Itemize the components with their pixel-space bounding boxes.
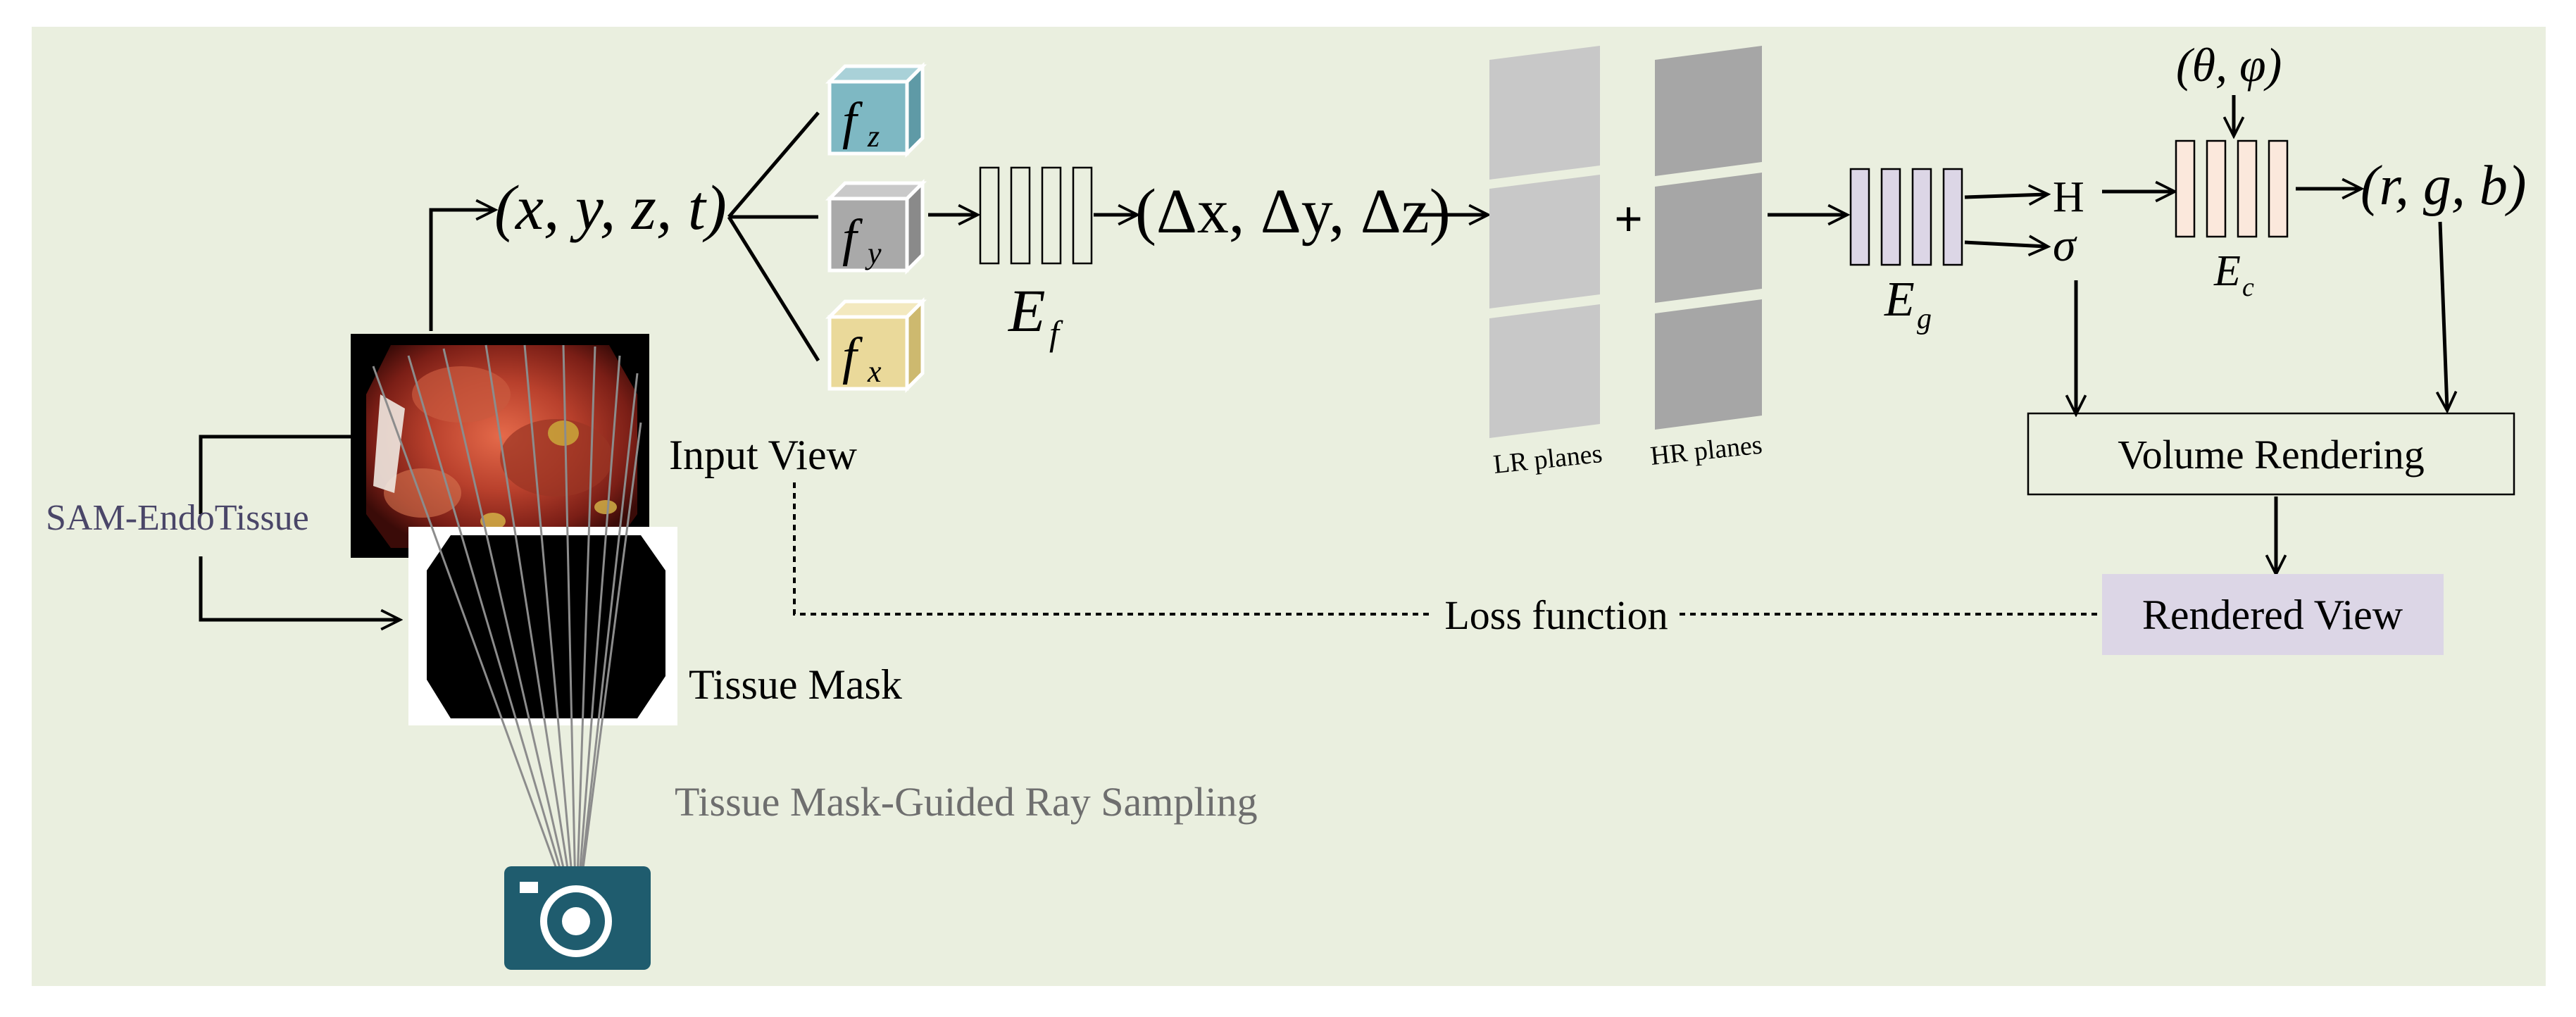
plus-sign: + xyxy=(1614,191,1643,247)
eg-layers xyxy=(1849,168,1963,266)
rendered-view-label: Rendered View xyxy=(2142,592,2403,638)
fan-lines xyxy=(727,111,820,362)
input-coords-label: (x, y, z, t) xyxy=(494,173,727,243)
fz-cube xyxy=(825,61,927,158)
view-direction-label: (θ, φ) xyxy=(2176,38,2282,92)
fy-cube xyxy=(825,178,927,275)
tissue-mask-label: Tissue Mask xyxy=(689,661,902,708)
arrows-to-volume-rendering xyxy=(2076,221,2447,412)
lr-planes xyxy=(1489,46,1600,438)
arrows-to-h-sigma xyxy=(1964,194,2046,247)
hr-planes xyxy=(1655,46,1762,430)
fx-label-sub: x xyxy=(867,354,882,389)
sampling-rays xyxy=(372,344,642,923)
ef-layers xyxy=(979,166,1093,265)
ec-label-sub: c xyxy=(2242,273,2254,302)
sigma-output-label: σ xyxy=(2053,220,2077,271)
h-output-label: H xyxy=(2053,173,2084,221)
tissue-mask-image xyxy=(408,527,677,725)
deformation-label: (Δx, Δy, Δz) xyxy=(1135,177,1451,247)
camera-icon xyxy=(504,866,651,970)
ec-layers xyxy=(2175,139,2289,238)
volume-rendering-label: Volume Rendering xyxy=(2118,432,2424,478)
ef-label-base: E xyxy=(1007,277,1046,344)
loss-dashed-line xyxy=(793,482,2102,616)
rendered-view-box xyxy=(2102,574,2444,655)
eg-label-base: E xyxy=(1884,273,1915,327)
endoscopy-image xyxy=(351,334,649,558)
fy-label-sub: y xyxy=(865,236,882,270)
sam-branch-lines xyxy=(199,210,493,620)
ray-sampling-label: Tissue Mask-Guided Ray Sampling xyxy=(675,779,1258,825)
fz-label-sub: z xyxy=(867,119,880,154)
sam-endotissue-label: SAM-EndoTissue xyxy=(46,498,309,538)
rgb-output-label: (r, g, b) xyxy=(2361,155,2527,217)
loss-function-label: Loss function xyxy=(1444,592,1668,638)
fx-cube xyxy=(825,297,927,394)
ec-label-base: E xyxy=(2213,247,2241,295)
eg-label-sub: g xyxy=(1917,303,1932,335)
input-view-label: Input View xyxy=(669,432,858,478)
volume-rendering-box xyxy=(2027,412,2515,496)
